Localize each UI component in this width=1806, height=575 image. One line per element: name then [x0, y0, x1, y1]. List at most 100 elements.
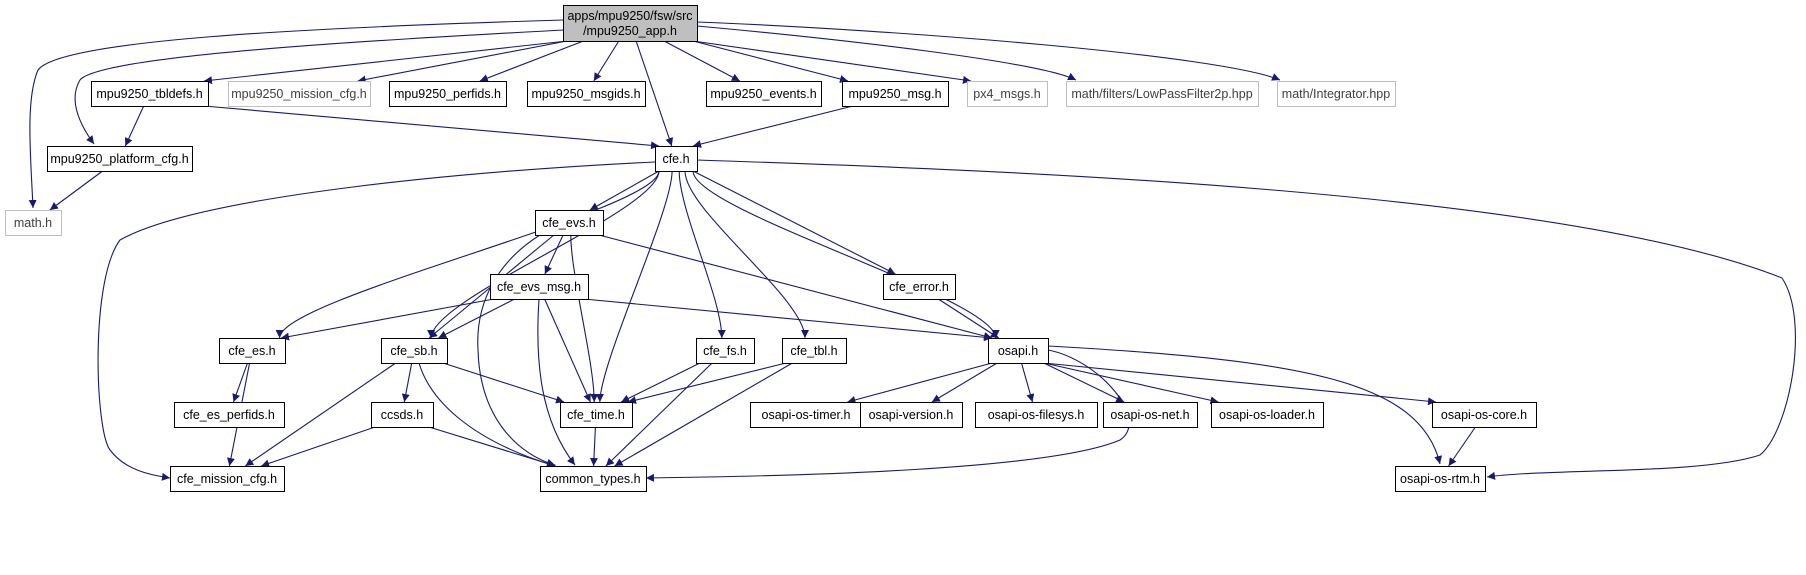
- edge-cfe_evs_h-to-osapi_h: [598, 234, 993, 340]
- edges-layer: [28, 19, 1796, 482]
- node-cfe-es-perfids-h[interactable]: cfe_es_perfids.h: [174, 402, 285, 428]
- node-label: mpu9250_msgids.h: [531, 87, 640, 101]
- node-label: cfe_evs.h: [542, 216, 596, 230]
- node-box: [1103, 402, 1198, 428]
- node-box: [170, 466, 285, 492]
- node-box: [1211, 402, 1324, 428]
- node-cfe-sb-h[interactable]: cfe_sb.h: [381, 338, 448, 364]
- node-label: osapi-os-loader.h: [1219, 408, 1315, 422]
- node-label: cfe_es_perfids.h: [183, 408, 275, 422]
- node-box: [1277, 81, 1396, 107]
- node-mpu9250-msgids-h[interactable]: mpu9250_msgids.h: [527, 81, 646, 107]
- edge-cfe_error_h-to-osapi_h: [938, 298, 999, 339]
- edge-mpu9250_app_h-to-mpu9250_tbldefs_h: [203, 40, 568, 85]
- node-label: cfe.h: [662, 152, 689, 166]
- node-mpu9250-perfids-h[interactable]: mpu9250_perfids.h: [389, 81, 507, 107]
- node-cfe-mission-cfg-h[interactable]: cfe_mission_cfg.h: [170, 466, 285, 492]
- node-label: osapi-os-core.h: [1441, 408, 1527, 422]
- edge-cfe_fs_h-to-common_types_h: [605, 362, 713, 467]
- nodes-layer: apps/mpu9250/fsw/src/mpu9250_app.h mpu925…: [5, 5, 1537, 492]
- node-box: [381, 338, 448, 364]
- edge-mpu9250_app_h-to-integrator_hpp: [696, 21, 1281, 81]
- node-osapi-os-loader-h[interactable]: osapi-os-loader.h: [1211, 402, 1324, 428]
- node-box: [842, 81, 949, 107]
- node-osapi-version-h[interactable]: osapi-version.h: [860, 402, 963, 428]
- edge-cfe_h-to-cfe_tbl_h: [684, 170, 809, 339]
- edge-ccsds_h-to-cfe_mission_cfg_h: [261, 426, 376, 468]
- node-box: [860, 402, 963, 428]
- edge-mpu9250_app_h-to-mpu9250_msg_h: [692, 40, 849, 83]
- node-label: common_types.h: [545, 472, 640, 486]
- node-cfe-fs-h[interactable]: cfe_fs.h: [696, 338, 755, 364]
- node-label: mpu9250_events.h: [710, 87, 816, 101]
- node-box: [527, 81, 646, 107]
- node-px4-msgs-h: px4_msgs.h: [967, 81, 1048, 107]
- edge-mpu9250_app_h-to-mpu9250_platform_cfg_h: [74, 29, 564, 145]
- node-label: mpu9250_msg.h: [848, 87, 941, 101]
- edge-cfe_sb_h-to-common_types_h: [418, 362, 556, 468]
- node-integrator-hpp: math/Integrator.hpp: [1277, 81, 1396, 107]
- node-box: [174, 402, 285, 428]
- node-cfe-error-h[interactable]: cfe_error.h: [883, 274, 956, 300]
- node-label: cfe_es.h: [228, 344, 275, 358]
- node-mpu9250-tbldefs-h[interactable]: mpu9250_tbldefs.h: [91, 81, 209, 107]
- node-box: [655, 146, 698, 172]
- node-box: [1432, 402, 1537, 428]
- node-label: cfe_evs_msg.h: [497, 280, 581, 294]
- edge-cfe_evs_msg_h-to-common_types_h: [537, 298, 576, 466]
- edge-cfe_sb_h-to-cfe_mission_cfg_h: [244, 362, 397, 467]
- node-label: osapi-os-rtm.h: [1400, 472, 1480, 486]
- node-label: px4_msgs.h: [973, 87, 1040, 101]
- edge-cfe_h-to-cfe_time_h: [595, 170, 673, 403]
- node-label: osapi-os-net.h: [1110, 408, 1189, 422]
- edge-cfe_evs_h-to-cfe_evs_msg_h: [544, 234, 564, 275]
- node-mpu9250-msg-h[interactable]: mpu9250_msg.h: [842, 81, 949, 107]
- node-mpu9250-events-h[interactable]: mpu9250_events.h: [706, 81, 822, 107]
- edge-cfe_evs_msg_h-to-cfe_sb_h: [438, 298, 515, 339]
- node-mpu9250-app-h[interactable]: apps/mpu9250/fsw/src/mpu9250_app.h: [563, 5, 698, 42]
- node-label: cfe_mission_cfg.h: [177, 472, 277, 486]
- node-label: math/Integrator.hpp: [1282, 87, 1390, 101]
- node-box: [696, 338, 755, 364]
- node-mpu9250-platform-cfg-h[interactable]: mpu9250_platform_cfg.h: [47, 146, 193, 172]
- node-ccsds-h[interactable]: ccsds.h: [371, 402, 434, 428]
- node-label: mpu9250_platform_cfg.h: [50, 152, 188, 166]
- node-cfe-es-h[interactable]: cfe_es.h: [219, 338, 286, 364]
- node-lowpassfilter2p-hpp: math/filters/LowPassFilter2p.hpp: [1066, 81, 1259, 107]
- node-label: cfe_fs.h: [703, 344, 747, 358]
- edge-cfe_sb_h-to-ccsds_h: [401, 362, 413, 403]
- node-label: osapi-os-filesys.h: [988, 408, 1085, 422]
- edge-cfe_h-to-cfe_error_h: [692, 170, 896, 275]
- node-osapi-os-filesys-h[interactable]: osapi-os-filesys.h: [975, 402, 1098, 428]
- node-box: [228, 81, 371, 107]
- node-box: [750, 402, 863, 428]
- node-common-types-h[interactable]: common_types.h: [540, 466, 647, 492]
- node-box: [988, 338, 1049, 364]
- node-box: [490, 274, 589, 300]
- edge-cfe_h-to-cfe_mission_cfg_h: [97, 161, 656, 481]
- node-label: /mpu9250_app.h: [583, 24, 677, 38]
- node-osapi-os-core-h[interactable]: osapi-os-core.h: [1432, 402, 1537, 428]
- edge-mpu9250_app_h-to-lowpassfilter2p_hpp: [696, 25, 1077, 81]
- node-osapi-h[interactable]: osapi.h: [988, 338, 1049, 364]
- node-cfe-time-h[interactable]: cfe_time.h: [560, 402, 633, 428]
- edge-osapi_h-to-common_types_h: [645, 349, 1130, 482]
- node-label: osapi-version.h: [869, 408, 954, 422]
- edge-osapi_h-to-osapi_os_net_h: [1043, 362, 1125, 403]
- node-box: [5, 210, 62, 236]
- node-osapi-os-net-h[interactable]: osapi-os-net.h: [1103, 402, 1198, 428]
- edge-cfe_h-to-cfe_sb_h: [427, 170, 660, 339]
- node-osapi-os-rtm-h[interactable]: osapi-os-rtm.h: [1395, 466, 1486, 492]
- node-box: [1395, 466, 1486, 492]
- node-cfe-h[interactable]: cfe.h: [655, 146, 698, 172]
- node-label: cfe_sb.h: [390, 344, 437, 358]
- node-cfe-evs-h[interactable]: cfe_evs.h: [535, 210, 604, 236]
- node-box: [563, 5, 698, 42]
- edge-osapi_h-to-osapi_os_filesys_h: [1020, 362, 1035, 403]
- node-osapi-os-timer-h[interactable]: osapi-os-timer.h: [750, 402, 863, 428]
- node-label: cfe_time.h: [567, 408, 625, 422]
- node-cfe-tbl-h[interactable]: cfe_tbl.h: [782, 338, 847, 364]
- node-cfe-evs-msg-h[interactable]: cfe_evs_msg.h: [490, 274, 589, 300]
- node-box: [975, 402, 1098, 428]
- edge-cfe_evs_msg_h-to-osapi_h: [583, 298, 993, 342]
